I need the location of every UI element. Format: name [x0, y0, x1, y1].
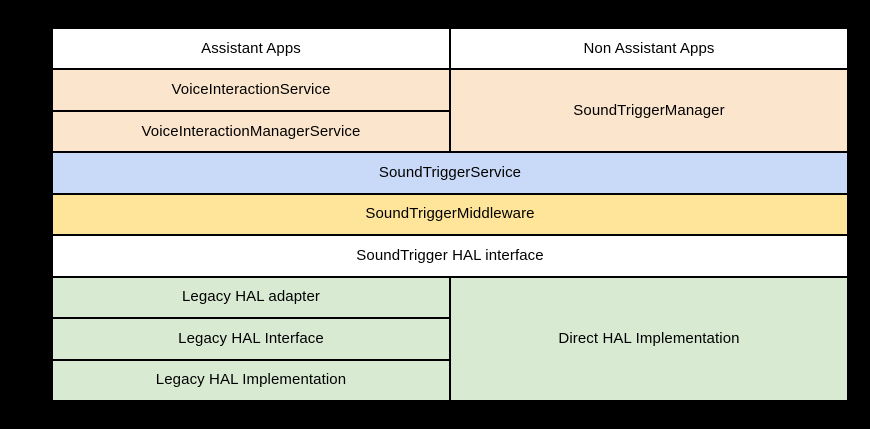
block-assistant-apps: Assistant Apps	[53, 29, 449, 69]
soundtrigger-stack-diagram: Assistant Apps Non Assistant Apps VoiceI…	[51, 27, 849, 402]
block-legacy-hal-implementation: Legacy HAL Implementation	[53, 360, 449, 400]
block-non-assistant-apps: Non Assistant Apps	[451, 29, 847, 69]
block-legacy-hal-adapter: Legacy HAL adapter	[53, 277, 449, 318]
block-voice-interaction-service: VoiceInteractionService	[53, 70, 449, 110]
block-sound-trigger-manager: SoundTriggerManager	[451, 70, 847, 152]
block-direct-hal-implementation: Direct HAL Implementation	[451, 277, 847, 400]
block-legacy-hal-interface: Legacy HAL Interface	[53, 319, 449, 359]
block-sound-trigger-middleware: SoundTriggerMiddleware	[53, 194, 847, 235]
block-sound-trigger-service: SoundTriggerService	[53, 153, 847, 193]
block-voice-interaction-manager-service: VoiceInteractionManagerService	[53, 111, 449, 152]
block-sound-trigger-hal-interface: SoundTrigger HAL interface	[53, 236, 847, 276]
